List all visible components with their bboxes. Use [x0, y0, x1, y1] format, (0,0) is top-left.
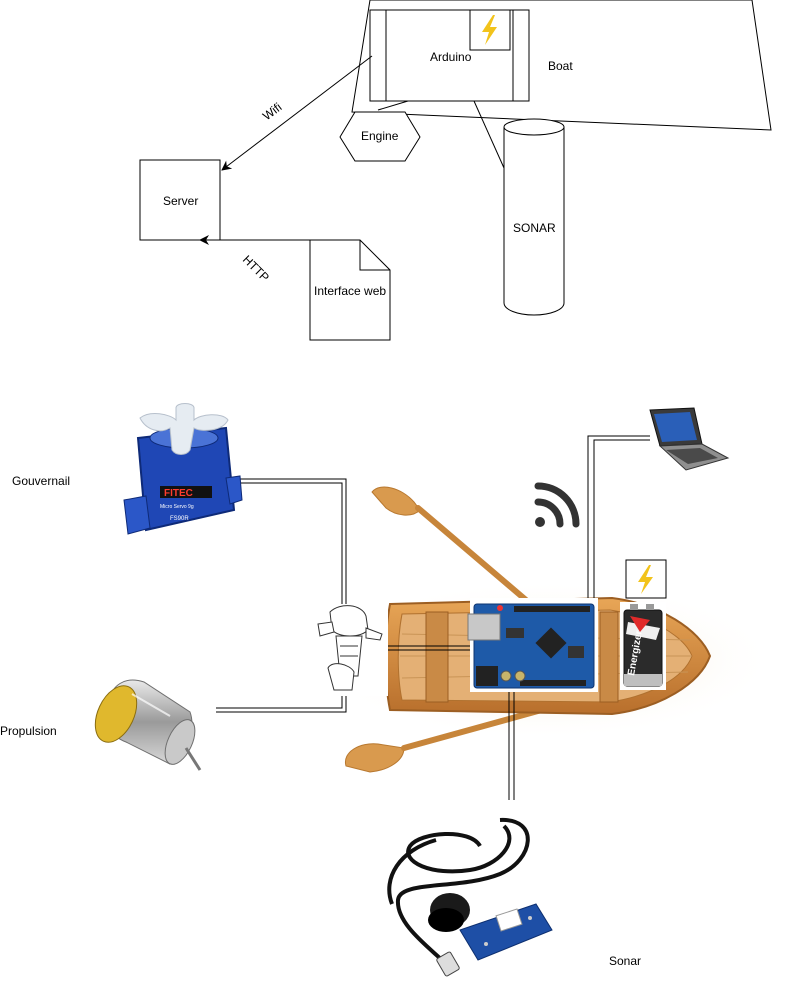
- http-label: HTTP: [240, 252, 272, 284]
- power-lightning-icon: [625, 559, 667, 599]
- wiring: [216, 435, 650, 800]
- interface-web-label: Interface web: [314, 284, 386, 298]
- servo-brand: FITEC: [164, 488, 193, 499]
- wifi-arrow: [221, 55, 373, 171]
- battery-image: Energizer: [620, 602, 666, 690]
- servo-subtext: Micro Servo 9g: [160, 504, 194, 510]
- servo-model: FS90R: [170, 516, 189, 522]
- arduino-sonar-link: [473, 100, 505, 169]
- sonar-sensor-label: Sonar: [609, 954, 641, 968]
- oar-top: [371, 486, 543, 615]
- boat-label: Boat: [548, 59, 573, 73]
- laptop-icon: [649, 407, 730, 471]
- servo-motor-image: FITEC Micro Servo 9g FS90R: [123, 403, 243, 535]
- engine-label: Engine: [361, 129, 399, 143]
- gouvernail-label: Gouvernail: [12, 474, 70, 488]
- server-box: [139, 159, 221, 241]
- lightning-icon: [469, 9, 511, 51]
- engine-hexagon: [339, 111, 421, 162]
- arduino-label: Arduino: [430, 50, 472, 64]
- wifi-icon: [534, 482, 580, 528]
- server-label: Server: [163, 194, 198, 208]
- arduino-board-image: [467, 598, 598, 692]
- wifi-wire: [587, 435, 650, 598]
- dc-motor-image: [94, 679, 202, 771]
- arduino-engine-link: [377, 100, 409, 111]
- interface-web-document: [309, 239, 391, 341]
- ultrasonic-sensor-image: [387, 817, 553, 977]
- wifi-label: Wifi: [260, 100, 284, 123]
- propulsion-label: Propulsion: [0, 724, 57, 738]
- outboard-engine-image: [310, 604, 388, 696]
- sonar-label: SONAR: [513, 221, 556, 235]
- sonar-cylinder: [503, 118, 565, 316]
- servo-wire: [240, 478, 347, 606]
